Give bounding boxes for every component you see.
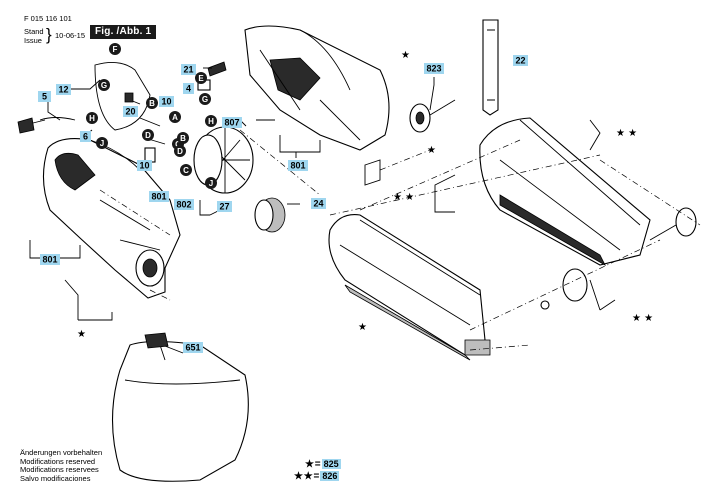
upper-blow-tube: [479, 117, 697, 267]
svg-text:F: F: [113, 45, 118, 54]
circle-letter-E: E: [195, 72, 207, 84]
svg-text:J: J: [209, 179, 213, 188]
svg-text:A: A: [172, 113, 178, 122]
circle-letter-C2: C: [180, 164, 192, 176]
svg-text:B: B: [180, 134, 186, 143]
callout-802: 802: [174, 199, 194, 210]
callout-10-lower: 10: [137, 160, 152, 171]
circle-letter-H2: H: [205, 115, 217, 127]
svg-text:6: 6: [83, 132, 88, 142]
svg-text:24: 24: [313, 199, 323, 209]
callout-21: 21: [181, 64, 196, 75]
note-line: Modifications reservees: [20, 465, 99, 474]
svg-text:801: 801: [42, 255, 57, 265]
callout-801-c: 801: [40, 254, 60, 265]
collection-bag: [112, 332, 249, 482]
modification-notes: Änderungen vorbehalten Modifications res…: [20, 448, 103, 483]
motor-fan-group: [17, 61, 286, 233]
legend-code: 825: [321, 459, 341, 469]
circle-letter-F: F: [109, 43, 121, 55]
callout-24: 24: [311, 198, 326, 209]
legend-stars: ★ ★ =: [294, 471, 319, 482]
svg-text:823: 823: [426, 64, 441, 74]
svg-text:E: E: [198, 74, 204, 83]
svg-text:5: 5: [42, 92, 47, 102]
star-mark-upper-housing: ★: [401, 50, 410, 61]
circle-letter-J: J: [96, 137, 108, 149]
issue-date: 10-06-15: [55, 31, 86, 40]
callout-6: 6: [80, 131, 91, 142]
svg-text:H: H: [89, 114, 95, 123]
svg-text:10: 10: [161, 97, 171, 107]
callout-4: 4: [183, 83, 194, 94]
svg-text:651: 651: [185, 343, 200, 353]
circle-letter-G: G: [98, 79, 110, 91]
circle-letter-J2: J: [205, 177, 217, 189]
svg-text:10: 10: [139, 161, 149, 171]
circle-letter-G2: G: [199, 93, 211, 105]
legend-double-star: ★ ★ =826: [294, 471, 340, 482]
svg-text:C: C: [183, 166, 189, 175]
callout-801-b: 801: [288, 160, 308, 171]
svg-text:12: 12: [58, 85, 68, 95]
circle-letter-A: A: [169, 111, 181, 123]
svg-text:H: H: [208, 117, 214, 126]
svg-text:22: 22: [515, 56, 525, 66]
legend-code: 826: [320, 471, 340, 481]
svg-text:D: D: [145, 131, 151, 140]
legend-single-star: ★ =825: [305, 459, 341, 470]
star-mark-tube-upper: ★ ★: [616, 128, 637, 139]
document-number: F 015 116 101: [24, 14, 72, 23]
callout-27: 27: [217, 201, 232, 212]
nozzle-cap-and-handle: [409, 19, 499, 133]
assembly-lines: [99, 129, 701, 351]
stand-label: Stand: [24, 27, 44, 36]
star-mark-housing-screws: ★: [77, 329, 86, 340]
figure-title: Fig. /Abb. 1: [90, 25, 157, 39]
circle-letter-H: H: [86, 112, 98, 124]
circle-letter-B: B: [146, 97, 158, 109]
svg-text:20: 20: [125, 107, 135, 117]
left-housing-half: [42, 138, 181, 299]
legend-stars: ★ =: [305, 459, 321, 470]
note-line: Salvo modificaciones: [20, 473, 91, 483]
circle-letter-D2: D: [174, 145, 186, 157]
svg-text:4: 4: [186, 84, 191, 94]
circle-letter-B2: B: [177, 132, 189, 144]
issue-label: Issue: [24, 36, 42, 45]
upper-housing: [197, 25, 390, 186]
note-line: Modifications reserved: [20, 456, 96, 466]
svg-text:802: 802: [176, 200, 191, 210]
callout-807: 807: [222, 117, 242, 128]
callout-651: 651: [183, 342, 203, 353]
svg-text:B: B: [149, 99, 155, 108]
svg-text:807: 807: [224, 118, 239, 128]
callout-12: 12: [56, 84, 71, 95]
svg-text:801: 801: [290, 161, 305, 171]
callout-5: 5: [38, 91, 51, 102]
header-brace: }: [46, 25, 52, 44]
svg-text:G: G: [101, 81, 107, 90]
lower-blow-tube: [328, 214, 588, 361]
star-mark-lower-tube: ★: [358, 322, 367, 333]
svg-text:G: G: [202, 95, 208, 104]
circle-letter-D: D: [142, 129, 154, 141]
svg-text:27: 27: [219, 202, 229, 212]
note-line: Änderungen vorbehalten: [20, 448, 103, 457]
star-mark-tube-lower: ★ ★: [632, 313, 653, 324]
svg-text:D: D: [177, 147, 183, 156]
svg-text:J: J: [100, 139, 104, 148]
callout-823: 823: [424, 63, 444, 74]
star-mark-tube-screws: ★ ★: [393, 192, 414, 203]
callout-10-upper: 10: [159, 96, 174, 107]
callout-20: 20: [123, 106, 138, 117]
svg-text:C: C: [175, 140, 181, 149]
svg-text:21: 21: [183, 65, 193, 75]
leader-lines: [29, 67, 616, 354]
svg-text:801: 801: [151, 192, 166, 202]
star-mark-housing-screw: ★: [427, 145, 436, 156]
callout-22: 22: [513, 55, 528, 66]
callout-801-a: 801: [149, 191, 169, 202]
